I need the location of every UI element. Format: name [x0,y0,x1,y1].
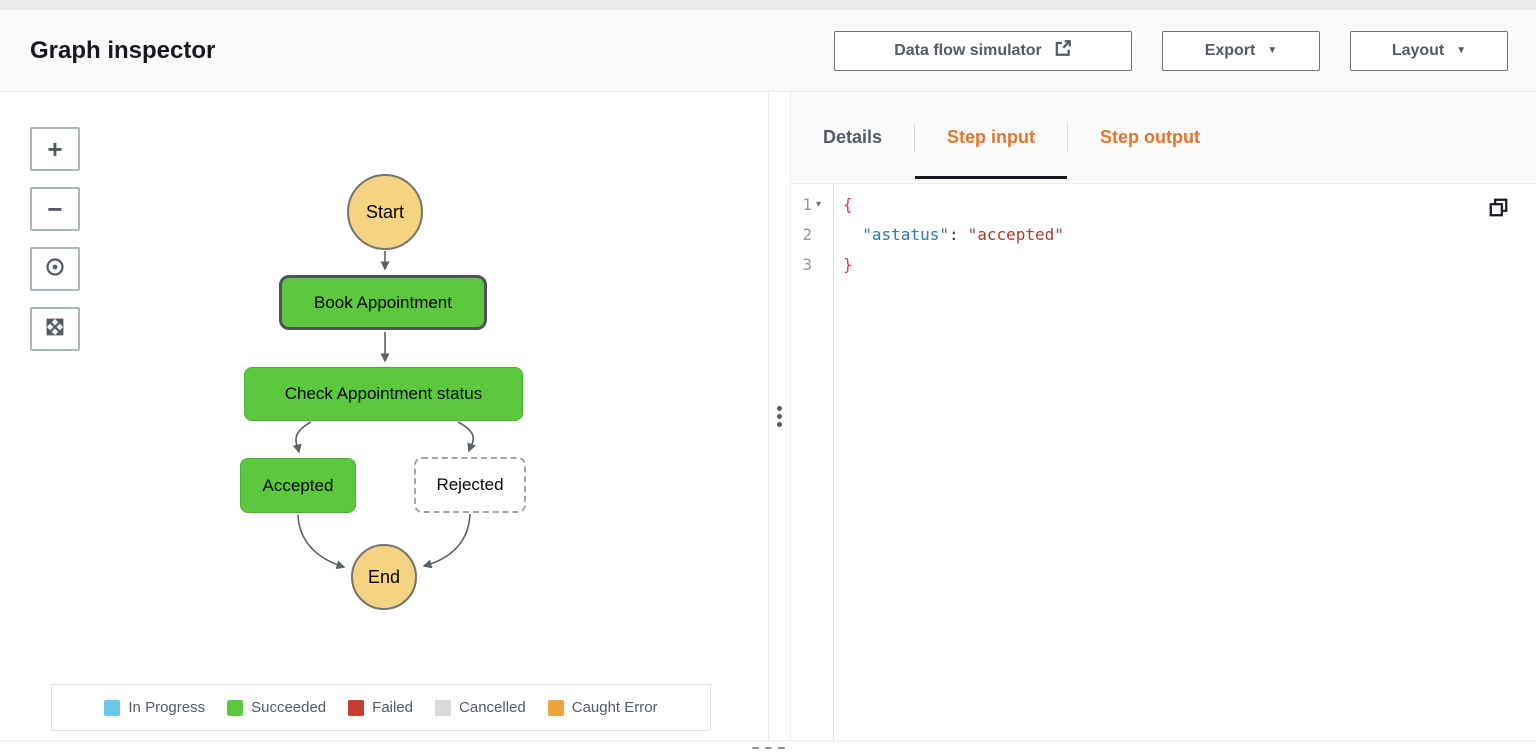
json-editor[interactable]: 1 ▾ 2 3 { "astatus": "accepted" } [791,184,1536,740]
tab-details[interactable]: Details [791,92,914,183]
caught-error-swatch [547,699,564,716]
zoom-in-button[interactable]: + [30,127,80,171]
tab-divider [914,122,916,153]
close-brace: } [843,254,853,274]
page-title: Graph inspector [30,36,216,64]
json-key: "astatus" [862,224,949,244]
editor-gutter: 1 ▾ 2 3 [791,184,834,740]
copy-icon [1488,198,1509,221]
zoom-out-button[interactable]: − [30,187,80,231]
fit-view-button[interactable] [30,307,80,351]
node-rejected[interactable]: Rejected [414,457,526,513]
legend-label: Failed [372,699,414,716]
node-start-label: Start [365,201,404,222]
inspector-tabs: Details Step input Step output [791,92,1536,184]
target-icon [44,256,66,282]
node-accepted-label: Accepted [262,475,334,495]
legend-item-succeeded: Succeeded [227,699,326,716]
line-number: 2 [802,224,812,244]
tab-divider [1067,122,1069,153]
main-split: + − [0,92,1536,740]
node-end[interactable]: End [351,544,417,610]
node-check-appointment-status-label: Check Appointment status [284,384,483,403]
plus-icon: + [47,134,63,164]
caret-down-icon: ▼ [1456,44,1467,56]
expand-arrows-icon [44,316,66,342]
export-label: Export [1204,41,1256,59]
status-legend: In Progress Succeeded Failed Cancelled C… [51,684,711,731]
data-flow-simulator-label: Data flow simulator [894,41,1042,59]
bottom-resize-handle[interactable] [0,740,1536,754]
json-value: "accepted" [967,224,1064,244]
node-check-appointment-status[interactable]: Check Appointment status [244,367,523,421]
page-header: Graph inspector Data flow simulator Expo… [0,10,1536,92]
in-progress-swatch [104,699,121,716]
legend-item-cancelled: Cancelled [435,699,526,716]
gutter-line-2: 2 [791,219,833,249]
tab-step-input[interactable]: Step input [915,92,1068,183]
editor-code[interactable]: { "astatus": "accepted" } [834,184,1064,740]
legend-item-in-progress: In Progress [104,699,205,716]
line-number: 3 [802,254,812,274]
open-brace: { [843,194,853,214]
cancelled-swatch [435,699,452,716]
code-line-3: } [843,249,1064,279]
legend-label: Succeeded [251,699,327,716]
caret-down-icon: ▼ [1267,44,1278,56]
legend-label: Caught Error [571,699,658,716]
center-view-button[interactable] [30,247,80,291]
code-line-1: { [843,189,1064,219]
gutter-line-3: 3 [791,249,833,279]
graph-canvas[interactable]: + − [0,92,769,740]
external-link-icon [1054,39,1072,62]
minus-icon: − [47,194,63,224]
node-start[interactable]: Start [347,174,423,250]
node-accepted[interactable]: Accepted [240,458,356,513]
legend-label: In Progress [128,699,206,716]
tab-step-input-label: Step input [947,127,1036,147]
legend-item-caught-error: Caught Error [547,699,658,716]
browser-top-strip [0,0,1536,10]
legend-label: Cancelled [459,699,526,716]
layout-button[interactable]: Layout ▼ [1350,30,1508,71]
layout-label: Layout [1391,41,1445,59]
header-buttons: Data flow simulator Export ▼ Layout ▼ [834,30,1508,71]
code-line-2: "astatus": "accepted" [843,219,1064,249]
tab-details-label: Details [823,127,883,147]
node-book-appointment-label: Book Appointment [314,292,452,312]
collapse-caret-icon[interactable]: ▾ [816,198,822,210]
zoom-controls: + − [30,127,80,351]
graph-edges [292,251,476,570]
line-number: 1 [802,194,812,214]
copy-button[interactable] [1486,197,1510,221]
succeeded-swatch [227,699,244,716]
gutter-line-1[interactable]: 1 ▾ [791,189,833,219]
json-colon: : [948,224,959,244]
tab-step-output[interactable]: Step output [1068,92,1232,183]
tab-step-output-label: Step output [1100,127,1201,147]
inspector-panel: Details Step input Step output 1 ▾ 2 [790,92,1536,740]
node-rejected-label: Rejected [436,475,504,494]
legend-item-failed: Failed [348,699,413,716]
node-end-label: End [367,566,401,587]
panel-resize-handle[interactable] [769,92,790,740]
data-flow-simulator-button[interactable]: Data flow simulator [834,30,1132,71]
export-button[interactable]: Export ▼ [1162,30,1320,71]
node-book-appointment[interactable]: Book Appointment [279,275,487,330]
failed-swatch [348,699,365,716]
